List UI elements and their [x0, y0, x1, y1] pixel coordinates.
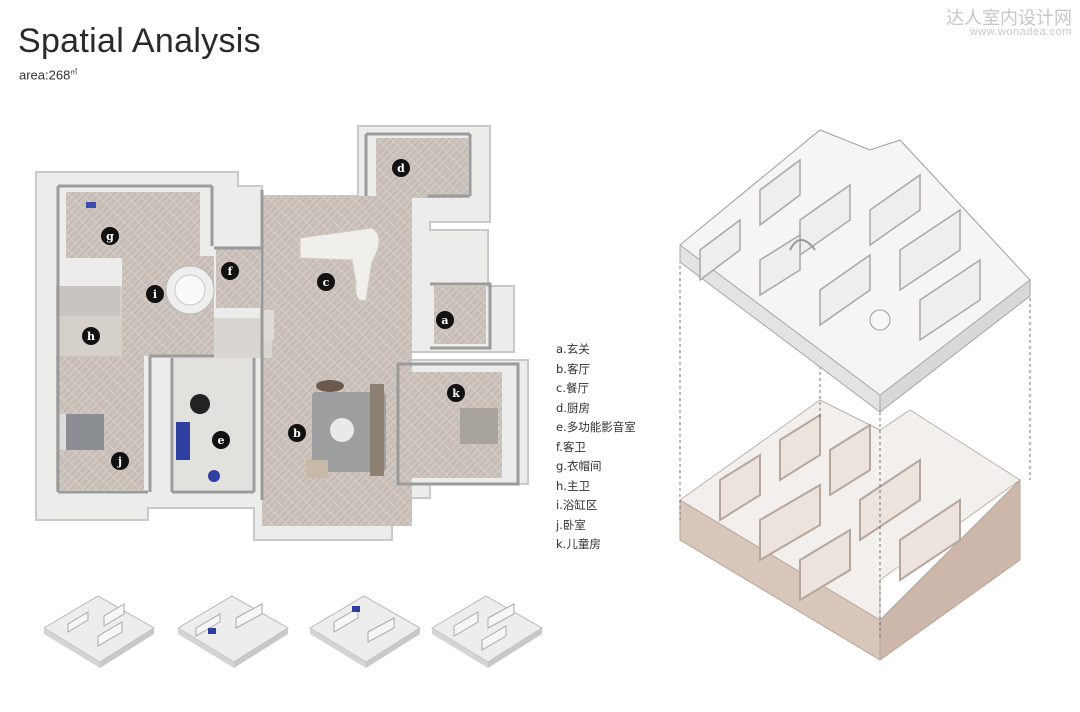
plan-marker-j: [111, 452, 129, 470]
legend-item-e: e.多功能影音室: [556, 420, 636, 434]
legend-item-d: d.厨房: [556, 400, 590, 415]
plan-marker-label-i: i: [153, 288, 157, 301]
plan-marker-label-f: f: [228, 265, 234, 278]
area-unit: ㎡: [70, 69, 78, 76]
plan-marker-label-j: j: [117, 455, 122, 468]
watermark-title: 达人室内设计网: [946, 8, 1072, 29]
thumbnail-model-1: [43, 595, 155, 668]
plan-marker-a: [436, 311, 454, 329]
area-label: area:268㎡: [19, 67, 77, 82]
legend-item-a: a.玄关: [556, 342, 590, 356]
thumbnail-model-2: [177, 595, 289, 668]
room-legend: a.玄关 b.客厅 c.餐厅 d.厨房 e.多功能影音室 f.客卫 g.衣帽间 …: [556, 340, 636, 555]
plan-marker-label-k: k: [452, 387, 460, 400]
plan-marker-b: [288, 424, 306, 442]
plan-marker-label-a: a: [441, 314, 448, 327]
plan-marker-label-g: g: [106, 230, 114, 243]
iso-projection-lines: [679, 248, 1031, 640]
iso-upper-level: [679, 129, 1031, 414]
legend-item-b: b.客厅: [556, 361, 590, 376]
area-value: area:268: [19, 67, 71, 83]
legend-item-i: i.浴缸区: [556, 498, 598, 512]
plan-marker-e: [212, 431, 230, 449]
legend-item-h: h.主卫: [556, 478, 590, 493]
legend-item-g: g.衣帽间: [556, 459, 602, 473]
plan-marker-label-c: c: [323, 276, 330, 289]
legend-item-f: f.客卫: [556, 439, 586, 454]
legend-item-c: c.餐厅: [556, 381, 589, 395]
plan-furniture: [58, 202, 498, 482]
iso-lower-level: [679, 399, 1021, 661]
plan-marker-g: [101, 227, 119, 245]
legend-item-j: j.卧室: [556, 517, 586, 532]
plan-marker-h: [82, 327, 100, 345]
plan-marker-label-d: d: [397, 162, 405, 175]
plan-marker-label-b: b: [293, 427, 301, 440]
plan-marker-label-e: e: [218, 434, 225, 447]
plan-marker-d: [392, 159, 410, 177]
plan-marker-f: [221, 262, 239, 280]
thumbnail-model-3: [309, 595, 421, 668]
plan-interior-walls: [56, 132, 520, 500]
thumbnail-model-4: [431, 595, 543, 668]
page-title: Spatial Analysis: [18, 22, 261, 60]
plan-marker-i: [146, 285, 164, 303]
plan-marker-c: [317, 273, 335, 291]
watermark-url: www.wonadea.com: [969, 26, 1072, 38]
plan-marker-k: [447, 384, 465, 402]
legend-item-k: k.儿童房: [556, 537, 601, 551]
plan-marker-label-h: h: [87, 330, 95, 343]
plan-markers: a b c d e f g h i j k: [82, 159, 465, 470]
